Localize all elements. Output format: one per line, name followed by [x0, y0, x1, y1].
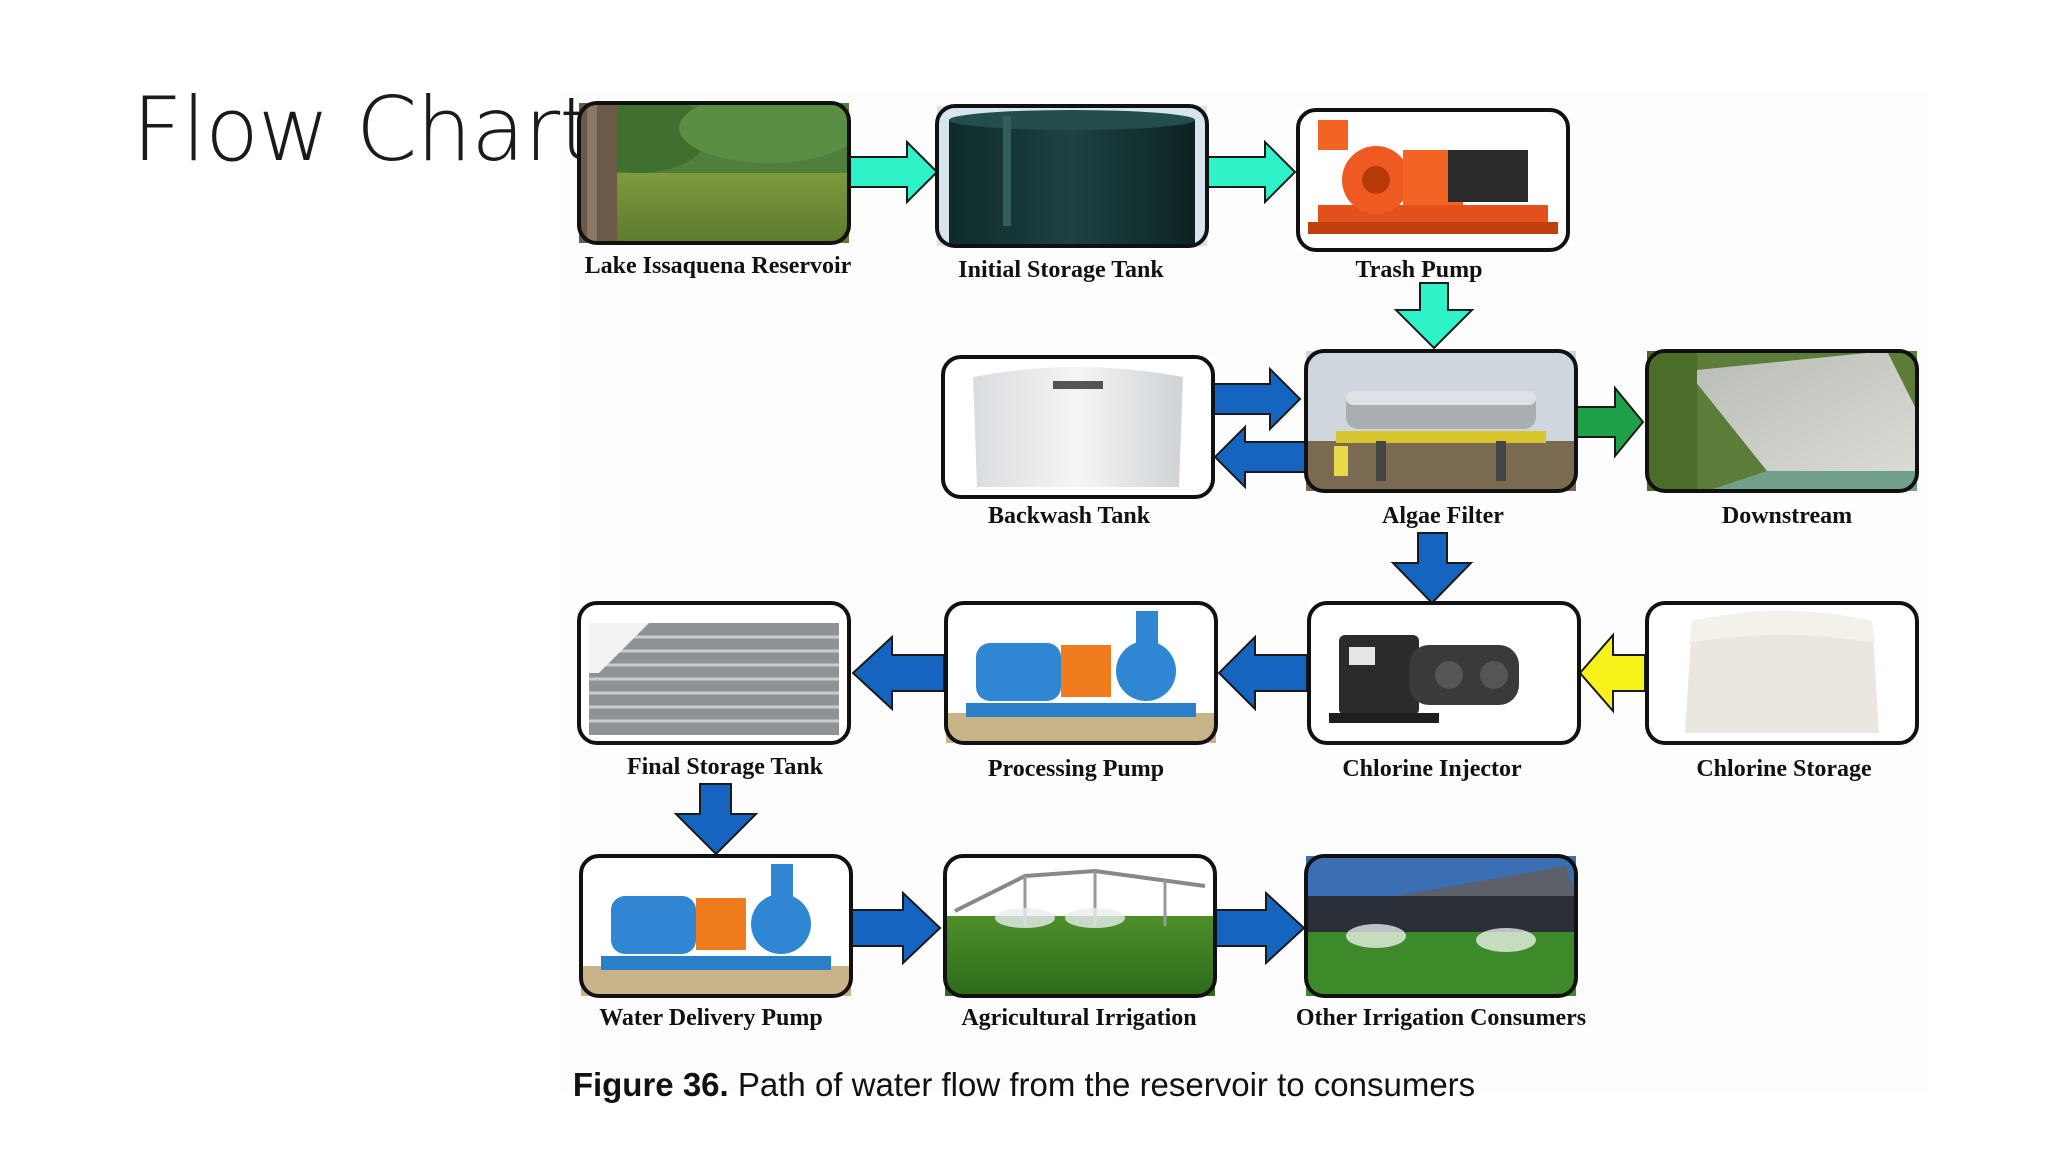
node-chlorine-injector: Chlorine Injector	[1307, 601, 1581, 782]
caption-label: Figure 36.	[572, 1066, 729, 1103]
arrow-trash-pump-to-algae-filter	[1393, 282, 1475, 350]
arrow-processing-pump-to-final-tank	[851, 634, 945, 712]
label-processing-pump: Processing Pump	[988, 756, 1164, 782]
filter-photo-icon	[1306, 351, 1576, 491]
arrow-chlorine-storage-to-injector	[1578, 632, 1646, 714]
node-reservoir: Lake Issaquena Reservoir	[577, 101, 852, 279]
arrow-backwash-to-algae-filter	[1212, 366, 1302, 432]
caption-text: Path of water flow from the reservoir to…	[737, 1066, 1476, 1103]
label-final-storage-tank: Final Storage Tank	[627, 754, 824, 780]
label-reservoir: Lake Issaquena Reservoir	[585, 253, 852, 279]
label-chlorine-storage: Chlorine Storage	[1696, 756, 1872, 782]
node-initial-storage-tank: Initial Storage Tank	[935, 104, 1209, 283]
arrow-reservoir-to-initial-tank	[848, 139, 939, 205]
injector-photo-icon	[1309, 603, 1579, 743]
node-other-irrigation-consumers: Other Irrigation Consumers	[1296, 854, 1586, 1031]
label-trash-pump: Trash Pump	[1356, 257, 1483, 283]
slide-title: Flow Chart	[132, 78, 594, 181]
blue-pump-photo-icon	[946, 603, 1216, 743]
label-downstream: Downstream	[1722, 503, 1852, 529]
arrow-ag-irrigation-to-other-consumers	[1214, 890, 1306, 966]
node-backwash-tank: Backwash Tank	[941, 355, 1215, 529]
label-algae-filter: Algae Filter	[1382, 503, 1504, 529]
spillway-photo-icon	[1647, 351, 1917, 491]
white-tank-photo-icon	[1647, 603, 1917, 743]
label-backwash-tank: Backwash Tank	[988, 503, 1151, 529]
arrow-delivery-pump-to-ag-irrigation	[850, 890, 942, 966]
arrows	[673, 139, 1646, 966]
node-water-delivery-pump: Water Delivery Pump	[579, 854, 853, 1031]
arrow-chlorine-injector-to-processing-pump	[1217, 634, 1308, 712]
arrow-final-tank-to-delivery-pump	[673, 783, 759, 856]
label-agricultural-irrigation: Agricultural Irrigation	[961, 1005, 1196, 1031]
white-tank-photo-icon	[943, 357, 1213, 497]
lake-photo-icon	[579, 103, 849, 243]
node-trash-pump: Trash Pump	[1296, 108, 1570, 283]
node-processing-pump: Processing Pump	[944, 601, 1218, 782]
node-algae-filter: Algae Filter	[1304, 349, 1578, 529]
arrow-algae-filter-to-backwash	[1213, 424, 1306, 490]
blue-pump-photo-icon	[581, 856, 851, 996]
dark-tank-photo-icon	[937, 106, 1207, 246]
label-other-irrigation-consumers: Other Irrigation Consumers	[1296, 1005, 1586, 1031]
label-initial-storage-tank: Initial Storage Tank	[958, 257, 1164, 283]
orange-pump-photo-icon	[1298, 110, 1568, 250]
label-chlorine-injector: Chlorine Injector	[1342, 756, 1522, 782]
node-downstream: Downstream	[1645, 349, 1919, 529]
node-agricultural-irrigation: Agricultural Irrigation	[943, 854, 1217, 1031]
arrow-initial-tank-to-trash-pump	[1206, 139, 1297, 205]
figure-caption: Figure 36. Path of water flow from the r…	[0, 1066, 2048, 1104]
pivot-irrigation-photo-icon	[945, 856, 1215, 996]
label-water-delivery-pump: Water Delivery Pump	[599, 1005, 823, 1031]
arrow-algae-filter-to-downstream	[1575, 385, 1645, 459]
node-chlorine-storage: Chlorine Storage	[1645, 601, 1919, 782]
stadium-sprinkler-photo-icon	[1306, 856, 1576, 996]
corrugated-tank-photo-icon	[579, 603, 849, 743]
arrow-algae-filter-to-chlorine-injector	[1390, 532, 1474, 605]
node-final-storage-tank: Final Storage Tank	[577, 601, 851, 780]
